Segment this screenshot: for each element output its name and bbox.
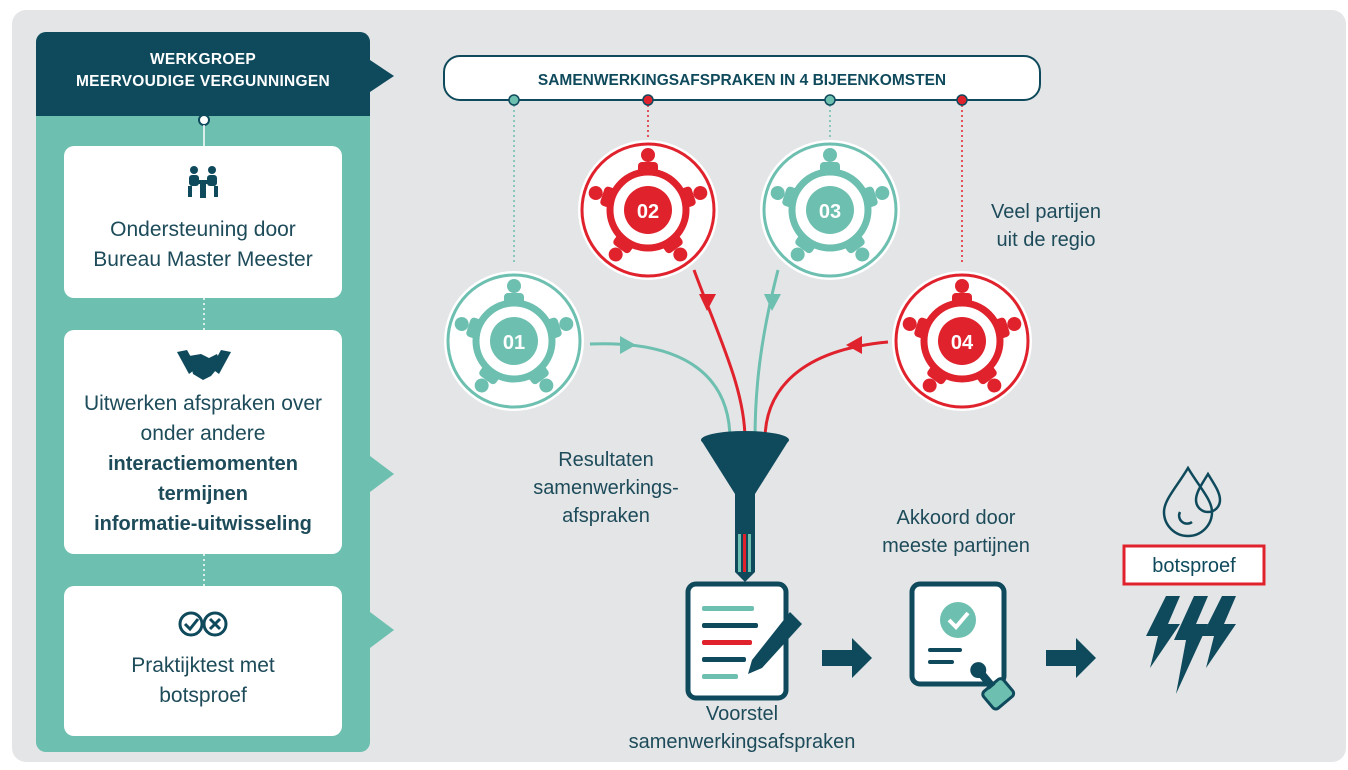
results-label-line3: afspraken [562, 505, 650, 527]
agreements-text-line2: onder andere [140, 422, 266, 445]
regio-label-line1: Veel partijen [991, 201, 1101, 223]
approval-label-line1: Akkoord door [897, 507, 1016, 529]
regio-label-line2: uit de regio [997, 229, 1096, 251]
workgroup-panel: WERKGROEP MEERVOUDIGE VERGUNNINGEN Onder… [36, 32, 370, 752]
workgroup-title-line2: MEERVOUDIGE VERGUNNINGEN [75, 73, 331, 90]
lightning-icon [1146, 596, 1236, 694]
arrow-03 [764, 294, 781, 311]
results-label-line1: Resultaten [558, 449, 654, 471]
water-drops-icon [1162, 465, 1222, 538]
panel-mid-pointer [370, 456, 394, 492]
proposal-label-line2: samenwerkingsafspraken [629, 731, 856, 753]
support-text-line1: Ondersteuning door [110, 218, 296, 241]
proposal-document-icon [685, 581, 802, 701]
support-card: Ondersteuning door Bureau Master Meester [64, 146, 342, 298]
meeting-02-label: 02 [637, 201, 659, 223]
header-dot-04 [956, 94, 968, 106]
panel-head-pointer [370, 60, 394, 92]
botsproef-box [1122, 544, 1266, 586]
agreements-bold-3: informatie-uitwisseling [94, 513, 312, 535]
agreements-text-line1: Uitwerken afspraken over [83, 392, 323, 415]
curve-04 [763, 340, 889, 441]
panel-bottom-pointer [370, 612, 394, 648]
approval-label-line2: meeste partijnen [882, 535, 1030, 557]
meeting-03-label: 03 [819, 201, 841, 223]
meeting-icon [188, 166, 218, 198]
approval-document-icon [909, 581, 1016, 711]
arrow-to-botsproef [1046, 638, 1096, 678]
workgroup-title: WERKGROEP MEERVOUDIGE VERGUNNINGEN [36, 32, 370, 116]
practice-text-line1: Praktijktest met [131, 654, 275, 677]
practice-test-card: Praktijktest met botsproef [64, 586, 342, 736]
support-text-line2: Bureau Master Meester [93, 248, 313, 271]
header-title: SAMENWERKINGSAFSPRAKEN IN 4 BIJEENKOMSTE… [538, 72, 946, 89]
check-cross-icon [178, 611, 228, 637]
arrow-01 [620, 336, 636, 354]
header-dot-02 [642, 94, 654, 106]
agreements-bold-2: termijnen [157, 483, 249, 505]
results-label-line2: samenwerkings- [533, 477, 679, 499]
meeting-04-label: 04 [951, 332, 974, 354]
practice-text-line2: botsproef [159, 684, 247, 707]
proposal-label-line1: Voorstel [706, 703, 778, 725]
agreements-bold-1: interactiemomenten [107, 453, 299, 475]
header-dot-03 [824, 94, 836, 106]
meeting-01-label: 01 [503, 332, 525, 354]
curve-01 [589, 342, 732, 441]
agreements-card: Uitwerken afspraken over onder andere in… [64, 330, 342, 554]
workgroup-title-line1: WERKGROEP [149, 51, 257, 68]
arrow-02 [699, 294, 716, 311]
header-dot-01 [508, 94, 520, 106]
botsproef-label: botsproef [1152, 555, 1236, 577]
header-box [443, 55, 1041, 101]
arrow-to-approval [822, 638, 872, 678]
funnel-icon [701, 431, 789, 582]
arrow-04 [846, 336, 862, 354]
handshake-icon [177, 350, 231, 380]
